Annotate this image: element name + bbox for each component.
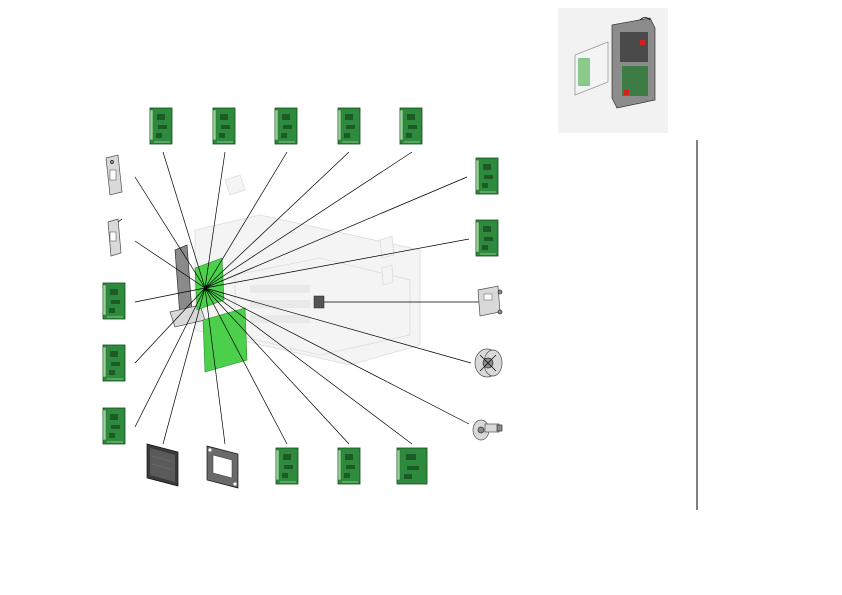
expansion-card-icon [399,107,423,145]
expansion-card-icon [102,407,126,445]
expansion-card-icon [396,447,428,485]
expansion-card-icon [149,107,173,145]
expansion-card-icon [475,219,499,257]
expansion-card-icon [102,282,126,320]
expansion-card-icon [337,107,361,145]
expansion-card-icon [102,344,126,382]
bracket-icon [105,154,123,196]
bracket-icon [477,285,503,317]
fan-icon [474,348,503,378]
expansion-card-icon [274,107,298,145]
chassis-thumbnail-icon [558,8,668,133]
leader-lines [134,151,480,445]
expansion-card-icon [475,157,499,195]
filter-icon [146,443,179,487]
thumbscrew-icon [472,419,503,441]
expansion-card-icon [337,447,361,485]
chassis-assembly [169,174,421,373]
bracket-icon [107,218,123,257]
expansion-card-icon [212,107,236,145]
expansion-card-icon [275,447,299,485]
gasket-icon [206,445,239,489]
